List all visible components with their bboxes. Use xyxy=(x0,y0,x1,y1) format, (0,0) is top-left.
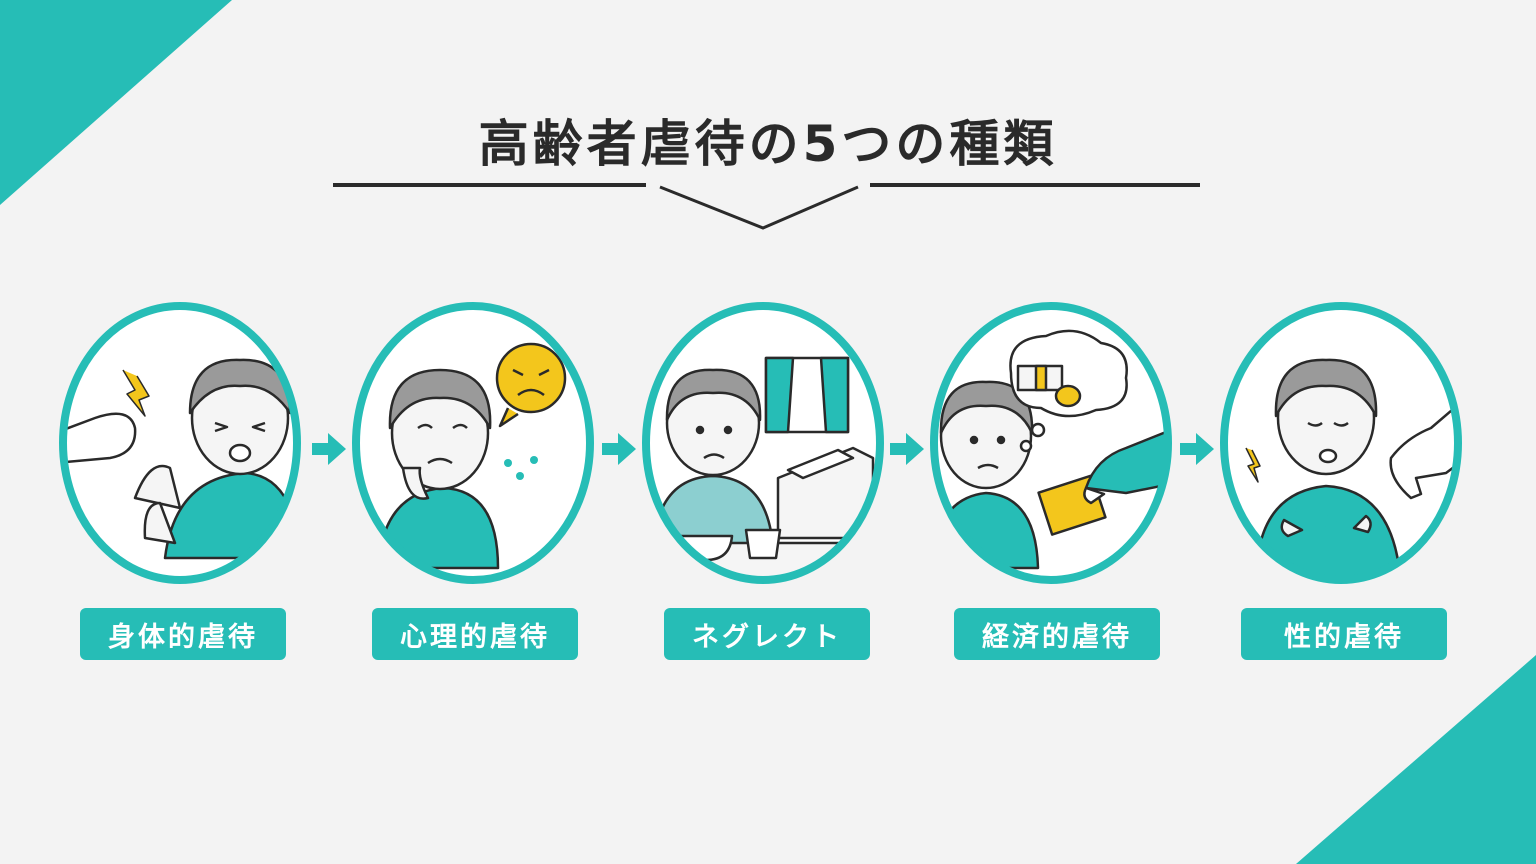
corner-triangle-top-left xyxy=(0,0,232,205)
arrow-right-icon xyxy=(312,433,346,465)
step-economic-abuse: 経済的虐待 xyxy=(926,298,1176,668)
arrow-right-icon xyxy=(890,433,924,465)
step-sexual-abuse: 性的虐待 xyxy=(1216,298,1466,668)
step-physical-abuse: 身体的虐待 xyxy=(55,298,305,668)
step-label: 経済的虐待 xyxy=(954,608,1160,660)
step-label: 身体的虐待 xyxy=(80,608,286,660)
chevron-down-icon xyxy=(659,185,859,230)
title-divider xyxy=(333,183,1200,230)
step-label: ネグレクト xyxy=(664,608,870,660)
unwanted-touch-elderly-icon xyxy=(1220,302,1462,584)
fist-punch-elderly-icon xyxy=(59,302,301,584)
step-label: 性的虐待 xyxy=(1241,608,1447,660)
page-title: 高齢者虐待の5つの種類 xyxy=(478,115,1058,173)
arrow-right-icon xyxy=(602,433,636,465)
angry-emoji-crying-elderly-icon xyxy=(352,302,594,584)
money-wallet-taken-elderly-icon xyxy=(930,302,1172,584)
step-psychological-abuse: 心理的虐待 xyxy=(348,298,598,668)
neglected-elderly-bed-meal-icon xyxy=(642,302,884,584)
step-neglect: ネグレクト xyxy=(638,298,888,668)
arrow-right-icon xyxy=(1180,433,1214,465)
step-label: 心理的虐待 xyxy=(372,608,578,660)
corner-triangle-bottom-right xyxy=(1296,655,1536,864)
